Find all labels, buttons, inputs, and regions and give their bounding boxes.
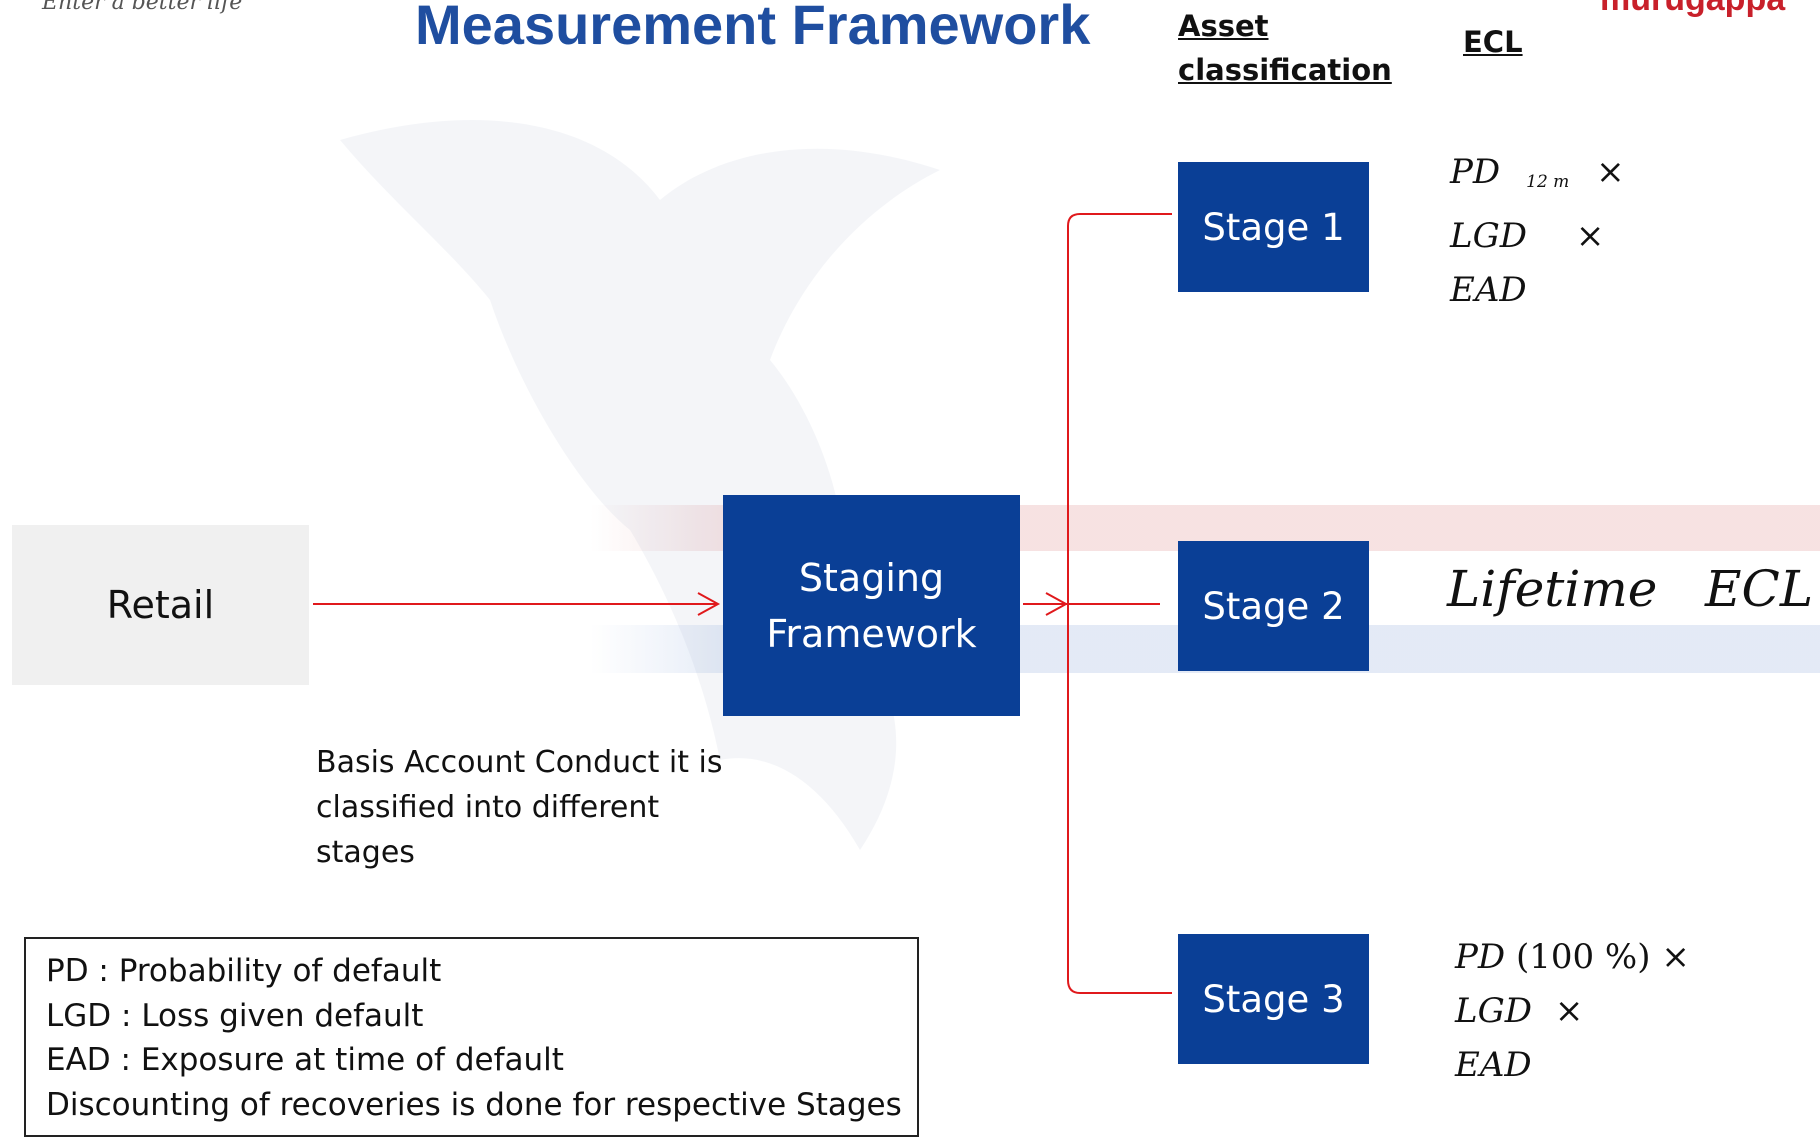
stage-3-ead-term: EAD bbox=[1455, 1045, 1532, 1085]
asset-classification-heading: Asset classification bbox=[1178, 9, 1392, 87]
page-title: Measurement Framework bbox=[415, 0, 1091, 56]
stage-branch-bracket bbox=[1067, 213, 1172, 994]
abbreviation-legend: PD : Probability of default LGD : Loss g… bbox=[24, 937, 919, 1137]
stage-3-times-2: × bbox=[1554, 991, 1584, 1031]
stage-1-times-1: × bbox=[1596, 152, 1625, 192]
stage-3-pd-argument: (100 %) bbox=[1515, 937, 1651, 977]
legend-item-ead: EAD : Exposure at time of default bbox=[46, 1042, 564, 1078]
stage-3-lgd-term: LGD bbox=[1455, 991, 1532, 1031]
staging-note: Basis Account Conduct it is classified i… bbox=[316, 745, 723, 870]
stage-1-ecl-formula: PD 12 m × LGD × EAD bbox=[1450, 145, 1625, 317]
stage-1-node: Stage 1 bbox=[1178, 162, 1369, 292]
stage-1-pd-term: PD bbox=[1450, 152, 1501, 192]
stage-3-node: Stage 3 bbox=[1178, 934, 1369, 1064]
stage-3-times-1: × bbox=[1661, 937, 1690, 977]
stage-3-ecl-formula: PD (100 %) × LGD × EAD bbox=[1455, 930, 1690, 1092]
retail-node: Retail bbox=[12, 525, 309, 685]
stage-2-node: Stage 2 bbox=[1178, 541, 1369, 671]
ecl-heading: ECL bbox=[1463, 25, 1523, 59]
legend-item-pd: PD : Probability of default bbox=[46, 953, 442, 989]
retail-to-staging-arrowhead bbox=[697, 592, 721, 616]
stage-3-pd-term: PD bbox=[1455, 937, 1506, 977]
staging-label-line1: Staging bbox=[798, 555, 945, 600]
staging-framework-node: Staging Framework bbox=[723, 495, 1020, 716]
legend-item-discounting: Discounting of recoveries is done for re… bbox=[46, 1086, 902, 1123]
tagline: Enter a better life bbox=[42, 0, 243, 15]
stage-1-ead-term: EAD bbox=[1450, 270, 1527, 310]
legend-item-lgd: LGD : Loss given default bbox=[46, 997, 424, 1034]
stage-1-pd-subscript: 12 m bbox=[1526, 172, 1570, 192]
stage-2-ecl-formula: Lifetime ECL bbox=[1447, 560, 1814, 618]
staging-label-line2: Framework bbox=[766, 611, 977, 656]
brand-logo: murugappa bbox=[1600, 0, 1785, 19]
stage-1-lgd-term: LGD bbox=[1450, 216, 1527, 256]
stage-1-times-2: × bbox=[1575, 216, 1605, 256]
